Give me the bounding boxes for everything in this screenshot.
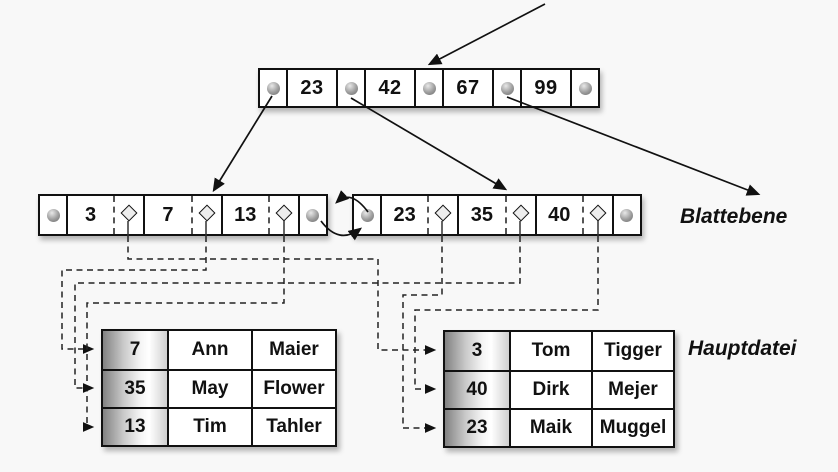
root-key-1: 42 bbox=[364, 70, 414, 106]
root-node: 23 42 67 99 bbox=[258, 68, 600, 108]
table-key-cell: 13 bbox=[103, 407, 167, 445]
table-key-cell: 7 bbox=[103, 331, 167, 369]
record-pointer-key23 bbox=[402, 236, 443, 433]
leaf-key: 7 bbox=[162, 203, 174, 226]
main-file-table-right: 3 Tom Tigger 40 Dirk Mejer 23 Maik Mugge… bbox=[443, 330, 675, 448]
leaf-right-entry-0: 23 bbox=[380, 196, 457, 234]
pointer-circle-icon bbox=[46, 208, 60, 222]
table-name-cell: Dirk bbox=[509, 370, 591, 408]
table-name-cell: Tom bbox=[509, 332, 591, 370]
root-key-2: 67 bbox=[442, 70, 492, 106]
root-pointer-3 bbox=[492, 70, 520, 106]
leaf-node-right: 23 35 40 bbox=[352, 194, 642, 236]
table-key-cell: 35 bbox=[103, 369, 167, 407]
leaf-left-entry-2: 13 bbox=[220, 196, 298, 234]
pointer-circle-icon bbox=[306, 208, 320, 222]
table-key-cell: 23 bbox=[445, 408, 509, 446]
root-pointer-2 bbox=[414, 70, 442, 106]
record-pointer-slot bbox=[581, 196, 612, 234]
pointer-circle-icon bbox=[578, 81, 592, 95]
leaf-key: 40 bbox=[548, 203, 571, 226]
diamond-icon bbox=[434, 204, 452, 222]
leaf-right-prev-pointer bbox=[354, 196, 380, 234]
leaf-key: 13 bbox=[234, 203, 257, 226]
table-surname-cell: Muggel bbox=[591, 408, 673, 446]
diamond-icon bbox=[512, 204, 530, 222]
root-pointer-4 bbox=[570, 70, 598, 106]
diamond-icon bbox=[589, 204, 607, 222]
table-name-cell: Tim bbox=[167, 407, 251, 445]
record-pointer-slot bbox=[113, 196, 143, 234]
pointer-circle-icon bbox=[422, 81, 436, 95]
main-file-table-left: 7 Ann Maier 35 May Flower 13 Tim Tahler bbox=[101, 329, 337, 447]
table-name-cell: Maik bbox=[509, 408, 591, 446]
pointer-circle-icon bbox=[620, 208, 634, 222]
leaf-key: 35 bbox=[470, 203, 494, 226]
table-key-cell: 3 bbox=[445, 332, 509, 370]
leaf-left-next-pointer bbox=[297, 196, 326, 234]
arrow-root-to-left-leaf bbox=[212, 95, 273, 193]
record-pointer-slot bbox=[427, 196, 457, 234]
pointer-circle-icon bbox=[360, 208, 374, 222]
leaf-node-left: 3 7 13 bbox=[38, 194, 328, 236]
diamond-icon bbox=[120, 204, 138, 222]
root-key-0: 23 bbox=[286, 70, 336, 106]
table-surname-cell: Mejer bbox=[591, 370, 673, 408]
table-surname-cell: Maier bbox=[251, 331, 335, 369]
leaf-key: 3 bbox=[85, 203, 97, 226]
main-file-label: Hauptdatei bbox=[688, 337, 797, 360]
table-key-cell: 40 bbox=[445, 370, 509, 408]
table-name-cell: May bbox=[167, 369, 251, 407]
root-pointer-1 bbox=[336, 70, 364, 106]
diamond-icon bbox=[198, 204, 216, 222]
leaf-right-next-pointer bbox=[611, 196, 640, 234]
record-pointer-slot bbox=[504, 196, 535, 234]
arrow-root-to-next-leaf bbox=[506, 96, 761, 196]
root-pointer-0 bbox=[260, 70, 286, 106]
leaf-key: 23 bbox=[393, 203, 416, 226]
arrow-into-root bbox=[427, 3, 546, 66]
leaf-left-prev-pointer bbox=[40, 196, 66, 234]
leaf-level-label: Blattebene bbox=[680, 205, 788, 228]
pointer-circle-icon bbox=[344, 81, 358, 95]
table-surname-cell: Tahler bbox=[251, 407, 335, 445]
leaf-right-entry-2: 40 bbox=[534, 196, 612, 234]
table-name-cell: Ann bbox=[167, 331, 251, 369]
leaf-right-entry-1: 35 bbox=[457, 196, 534, 234]
record-pointer-slot bbox=[267, 196, 298, 234]
diamond-icon bbox=[275, 204, 293, 222]
root-key-3: 99 bbox=[520, 70, 570, 106]
leaf-left-entry-0: 3 bbox=[66, 196, 143, 234]
leaf-left-entry-1: 7 bbox=[143, 196, 220, 234]
table-surname-cell: Tigger bbox=[591, 332, 673, 370]
table-surname-cell: Flower bbox=[251, 369, 335, 407]
pointer-circle-icon bbox=[500, 81, 514, 95]
arrow-root-to-right-leaf bbox=[350, 97, 508, 191]
pointer-circle-icon bbox=[266, 81, 280, 95]
record-pointer-slot bbox=[190, 196, 221, 234]
